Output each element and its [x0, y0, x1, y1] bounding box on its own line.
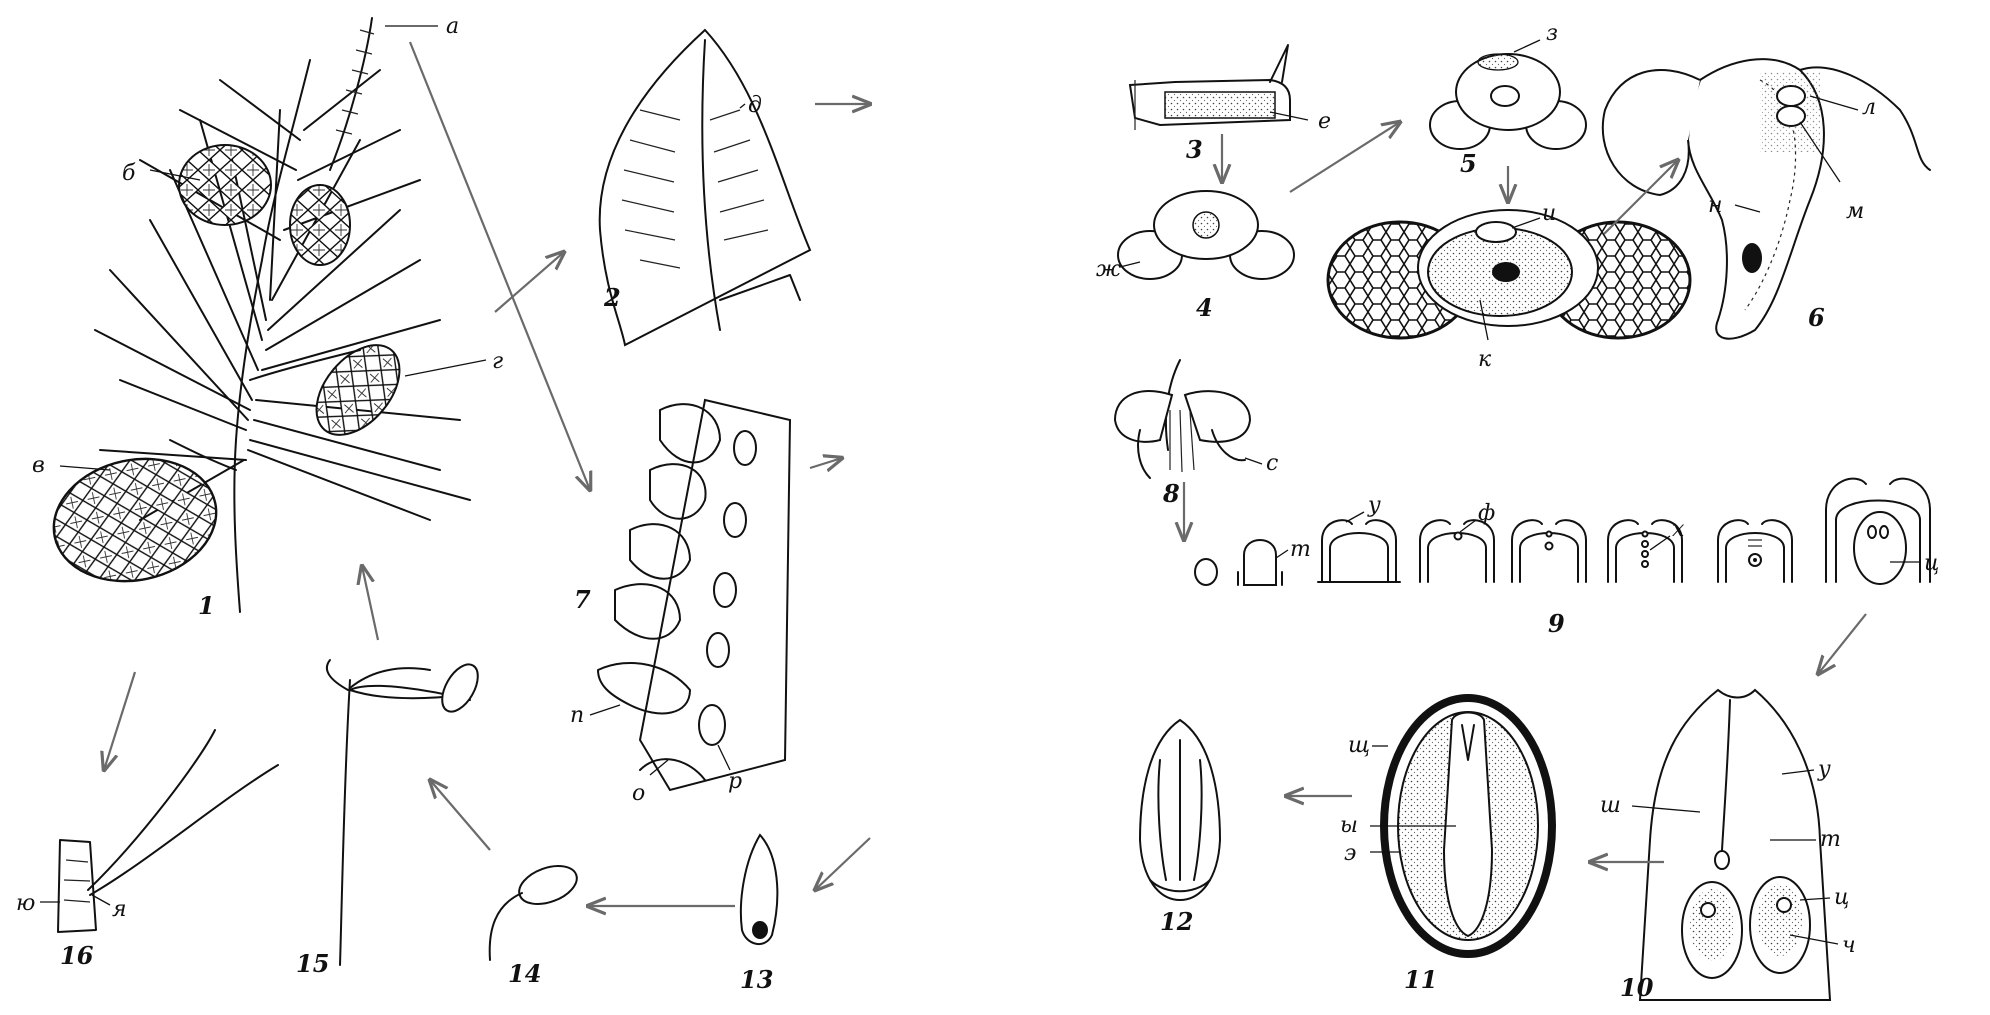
label-g: г	[492, 349, 503, 374]
label-ts2: ц	[1834, 885, 1849, 910]
label-kh: х	[1672, 517, 1685, 542]
fig-number-6: 6	[1808, 303, 1825, 332]
fig8-megasporophyll: с 8	[1115, 360, 1278, 508]
arrow-4-to-5	[1290, 122, 1400, 192]
fig-number-16: 16	[60, 941, 94, 970]
fig9-ovule-series: т у ф х ц 9	[1195, 479, 1939, 638]
label-u: у	[1367, 493, 1381, 518]
label-r: р	[728, 769, 742, 794]
ovule-stage-5	[1512, 520, 1586, 582]
label-s: с	[1266, 451, 1278, 476]
fig-number-2: 2	[603, 283, 621, 312]
ovule-stage-1	[1195, 559, 1217, 585]
fig13-seed: 13	[740, 835, 777, 994]
cone-second-year	[290, 185, 350, 265]
label-ts: ц	[1924, 551, 1939, 576]
ovule-stage-7	[1718, 520, 1792, 582]
fig-number-1: 1	[198, 591, 215, 620]
label-ch: ч	[1842, 933, 1856, 958]
fig-number-5: 5	[1460, 149, 1477, 178]
label-k: к	[1478, 347, 1492, 372]
label-a: а	[446, 14, 459, 39]
fig-number-13: 13	[740, 965, 773, 994]
fig-number-14: 14	[508, 959, 541, 988]
fig15-seedling: 15	[296, 658, 485, 978]
label-z: з	[1546, 21, 1558, 46]
ovule-stage-6	[1608, 520, 1682, 582]
label-sh: ш	[1600, 793, 1621, 818]
arrow-1-to-16	[104, 672, 135, 770]
label-m: м	[1846, 199, 1864, 224]
label-t2: т	[1820, 827, 1841, 852]
arrow-15-to-1	[362, 566, 378, 640]
fig-number-11: 11	[1404, 965, 1437, 994]
fig16-short-shoot: ю я 16	[16, 730, 278, 970]
fig10-ovule-fertilization: ш у т ц ч 10	[1600, 690, 1856, 1002]
label-e2: э	[1344, 841, 1356, 866]
ovule-stage-8	[1826, 479, 1930, 584]
arrow-14-to-15	[430, 780, 490, 850]
arrow-into-13	[815, 838, 870, 890]
label-i: и	[1542, 201, 1556, 226]
fig5-pollen-grain: з 5	[1430, 21, 1586, 178]
label-zh: ж	[1096, 257, 1121, 282]
fig11-seed-section: щ ы э 11	[1340, 698, 1552, 994]
fig-number-9: 9	[1548, 609, 1565, 638]
label-ya: я	[112, 897, 127, 922]
arrow-7-out	[810, 458, 842, 468]
fig3-microsporophyll: е 3	[1130, 45, 1331, 164]
cone-b	[179, 145, 271, 225]
label-e: е	[1318, 109, 1331, 134]
label-o: о	[632, 781, 645, 806]
label-u2: у	[1817, 757, 1831, 782]
fig12-seed: 12	[1140, 720, 1220, 936]
label-y: ы	[1340, 813, 1358, 838]
label-shch: щ	[1348, 733, 1370, 758]
fig-number-12: 12	[1160, 907, 1193, 936]
fig-number-4: 4	[1196, 293, 1213, 322]
label-l: л	[1862, 95, 1876, 120]
fig-number-3: 3	[1186, 135, 1203, 164]
fig-number-10: 10	[1620, 973, 1654, 1002]
arrow-9-to-10	[1818, 614, 1866, 674]
label-v: в	[32, 453, 45, 478]
ovule-stage-2	[1238, 540, 1282, 585]
fig-number-7: 7	[574, 585, 591, 614]
ovule-stage-3	[1318, 520, 1400, 582]
arrow-a-to-7	[410, 42, 590, 490]
fig7-female-cone-section: п о р 7	[570, 400, 790, 806]
fig1-pine-branch: а б г в 1	[32, 14, 503, 620]
fig5b-germinating-pollen: и к	[1328, 201, 1690, 372]
label-d: д	[748, 93, 762, 118]
ovule-stage-4	[1420, 520, 1494, 582]
label-t: т	[1290, 537, 1311, 562]
cycle-arrows	[104, 42, 1866, 906]
fig-number-15: 15	[296, 949, 329, 978]
fig-number-8: 8	[1162, 479, 1180, 508]
fig2-male-cone-section: д 2	[600, 30, 810, 345]
label-p: п	[570, 703, 584, 728]
pine-needles	[95, 70, 470, 520]
label-n: н	[1708, 193, 1723, 218]
label-f: ф	[1478, 501, 1495, 526]
label-yu: ю	[16, 891, 35, 916]
fig4-microspore: ж 4	[1096, 191, 1294, 322]
cone-g	[300, 330, 416, 451]
label-b: б	[122, 161, 136, 186]
fig14-germinating-seed: 14	[490, 859, 582, 988]
